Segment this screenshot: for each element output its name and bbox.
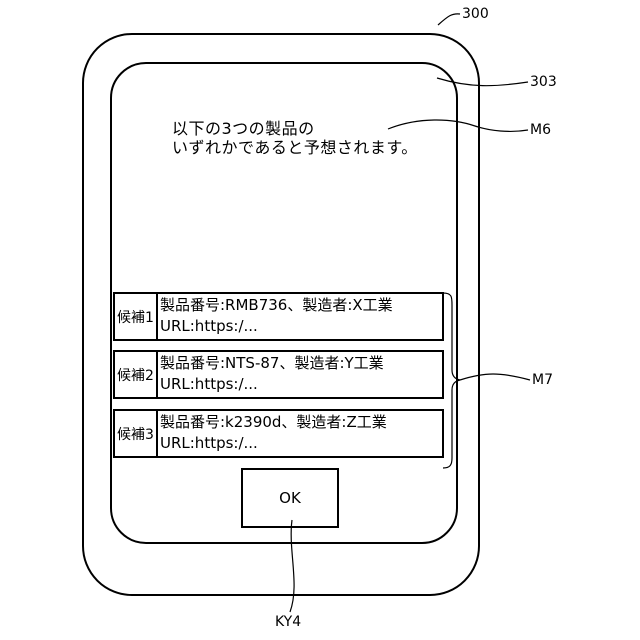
ref-label-candidates: M7	[532, 372, 553, 388]
leader-line-KY4	[290, 520, 294, 612]
ref-label-ok-button: KY4	[275, 614, 301, 630]
ref-label-message: M6	[530, 122, 551, 138]
candidate-brace	[443, 293, 460, 468]
ref-label-screen: 303	[530, 74, 557, 90]
leader-line-300	[438, 14, 460, 25]
leader-line-M6	[388, 120, 528, 131]
ref-label-device: 300	[462, 6, 489, 22]
leader-line-303	[437, 78, 528, 86]
leader-line-M7	[460, 374, 530, 380]
